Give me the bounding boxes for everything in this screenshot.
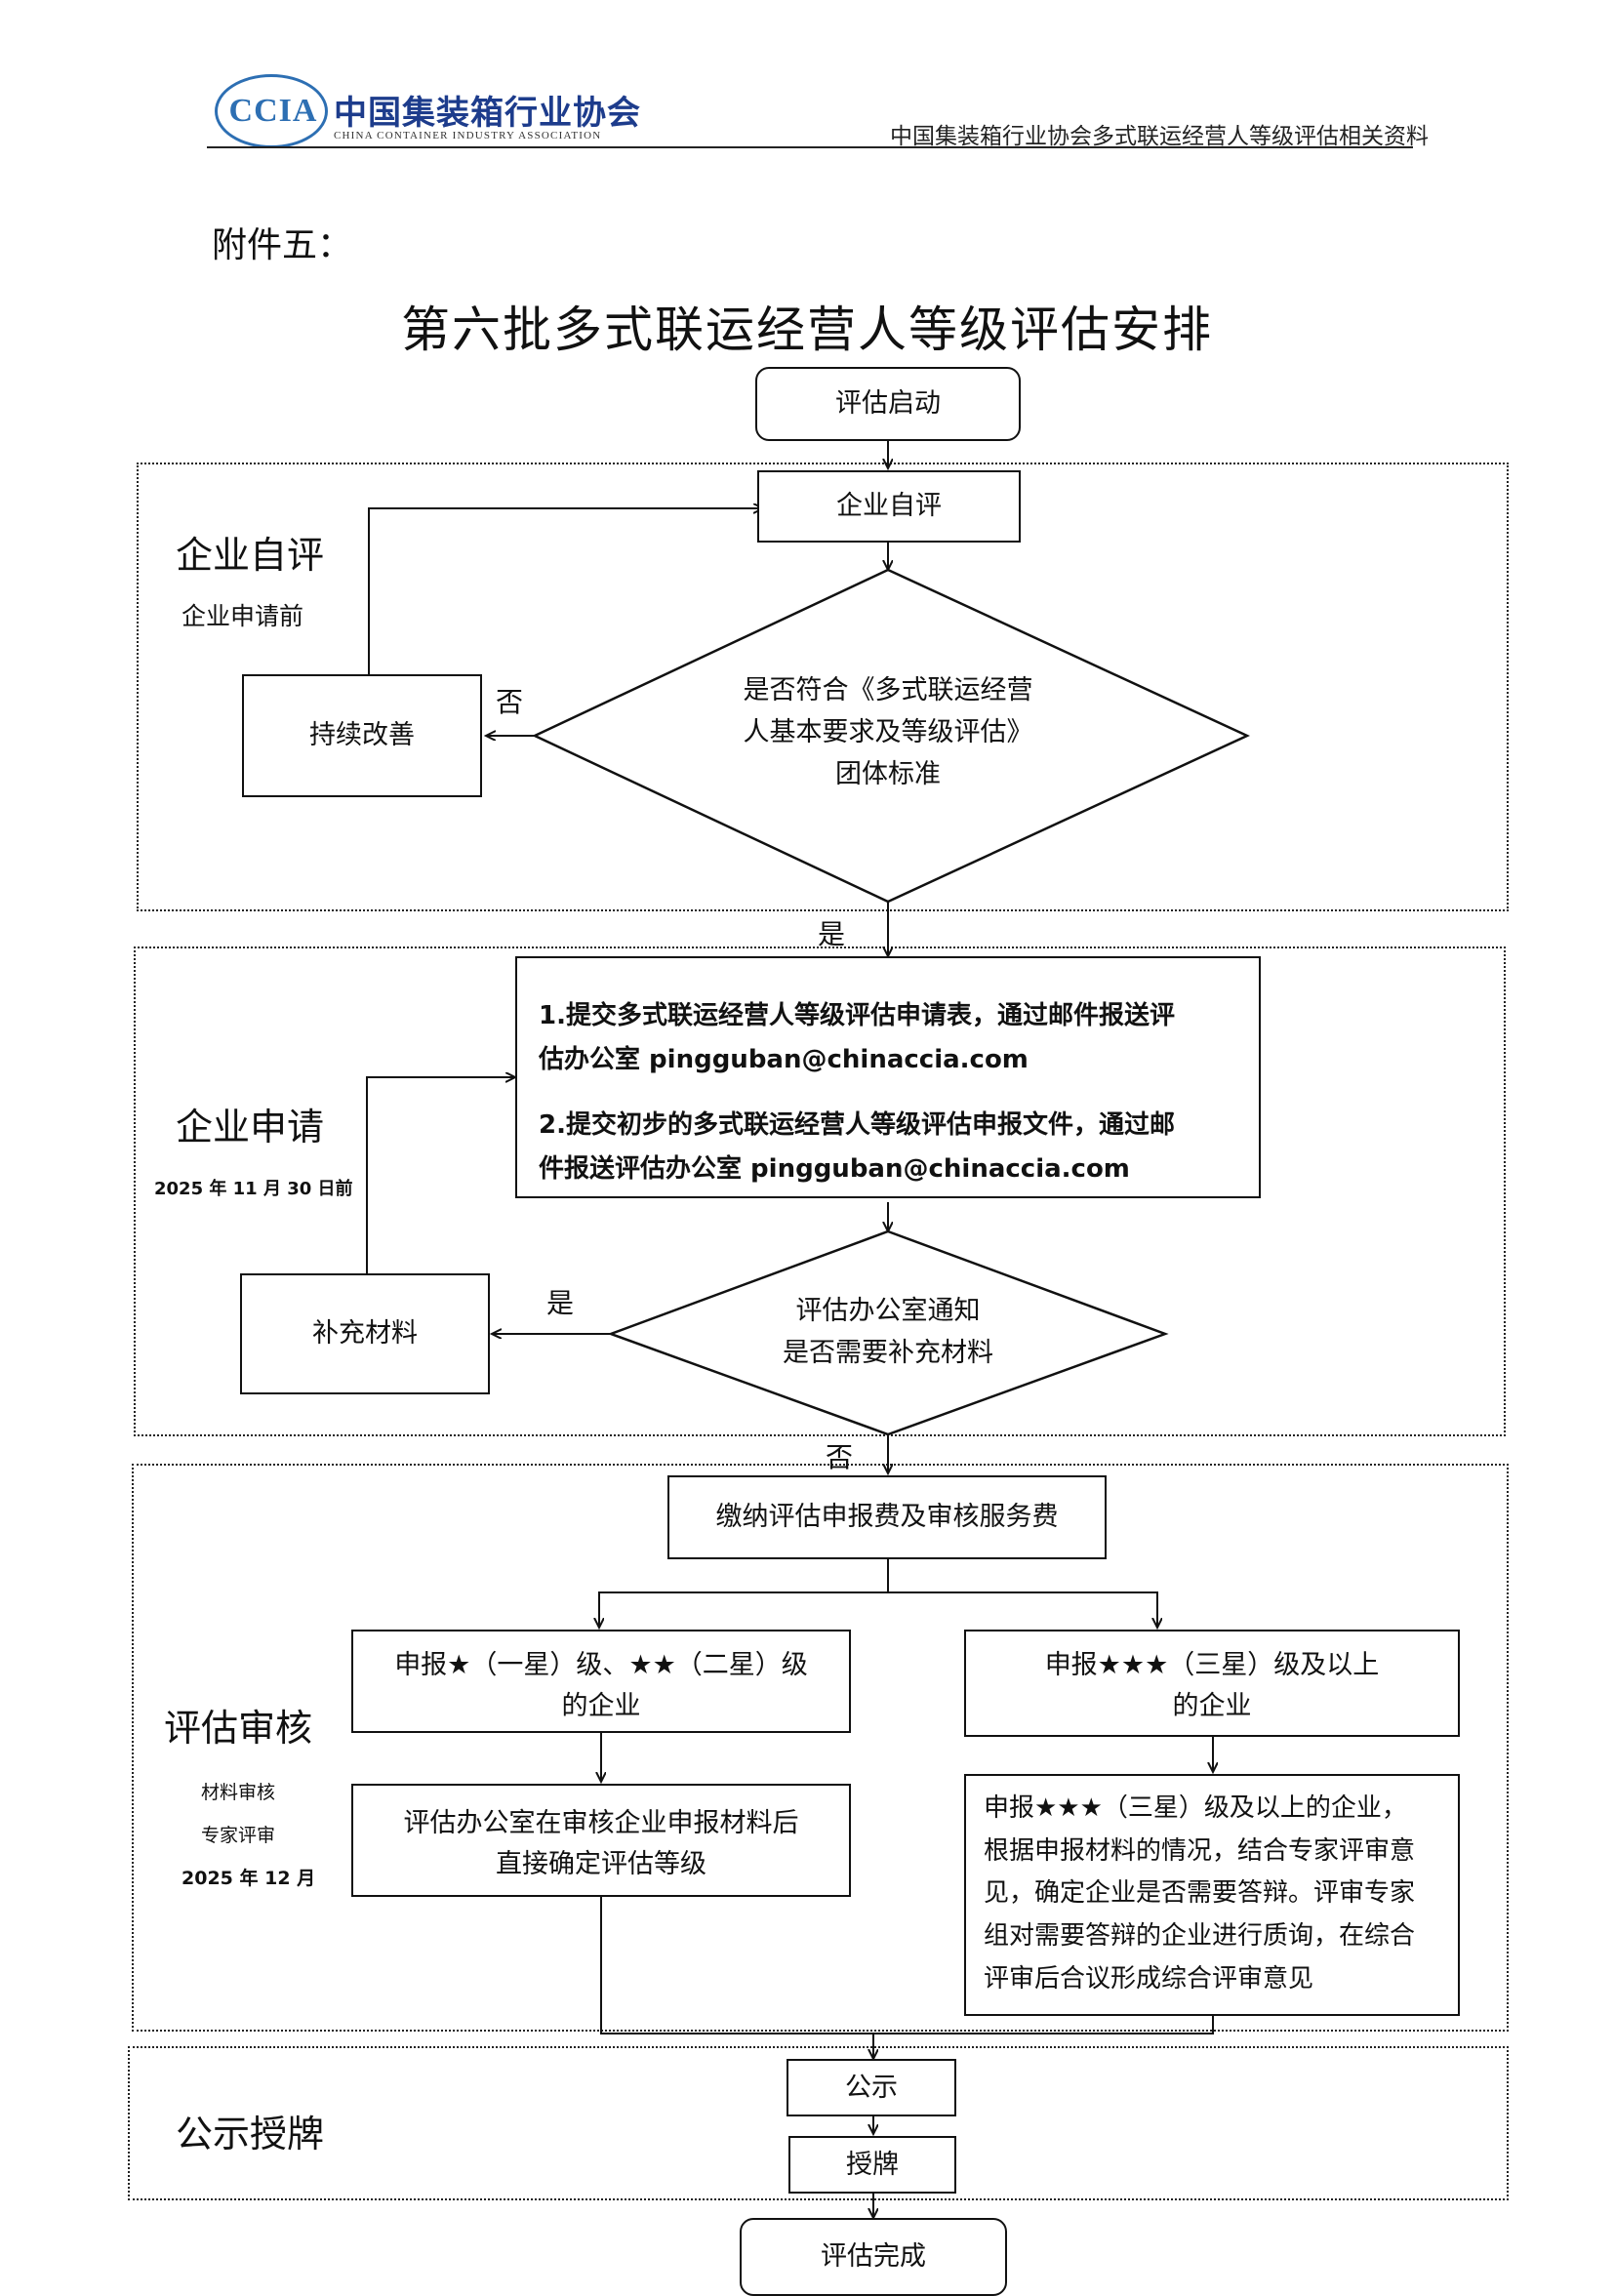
step1-line1: 1.提交多式联运经营人等级评估申请表，通过邮件报送评 [539,1001,1175,1030]
section-publicize-award [128,2046,1509,2200]
expert-review-box: 申报★★★（三星）级及以上的企业， 根据申报材料的情况，结合专家评审意 见，确定… [964,1774,1460,2016]
step2-line2: 件报送评估办公室 pingguban@chinaccia.com [539,1153,1130,1184]
logo-english-name: CHINA CONTAINER INDUSTRY ASSOCIATION [334,130,602,141]
section-self-evaluation-subtitle: 企业申请前 [182,602,304,630]
end-node: 评估完成 [740,2218,1007,2296]
fee-payment-box: 缴纳评估申报费及审核服务费 [667,1475,1107,1559]
section-publicize-award-title: 公示授牌 [176,2113,325,2155]
yes-label-supplement: 是 [546,1287,575,1319]
three-star-apply-box: 申报★★★（三星）级及以上 的企业 [964,1630,1460,1737]
page-title: 第六批多式联运经营人等级评估安排 [401,302,1213,358]
logo-chinese-name: 中国集装箱行业协会 [334,94,641,133]
section-self-evaluation-title: 企业自评 [176,534,325,577]
application-steps-box: 1.提交多式联运经营人等级评估申请表，通过邮件报送评 估办公室 pingguba… [515,956,1261,1198]
office-direct-rating-box: 评估办公室在审核企业申报材料后 直接确定评估等级 [351,1784,851,1897]
review-sub-expert: 专家评审 [201,1825,276,1846]
supplement-materials-box: 补充材料 [240,1273,490,1394]
section-application-title: 企业申请 [176,1106,325,1148]
attachment-label: 附件五： [212,225,353,265]
section-review-title: 评估审核 [164,1707,313,1750]
supplement-decision-text: 评估办公室通知 是否需要补充材料 [783,1296,993,1369]
decision-diamond-supplement [607,1229,1169,1436]
step1-line2: 估办公室 pingguban@chinaccia.com [539,1044,1029,1074]
application-deadline: 2025 年 11 月 30 日前 [154,1179,353,1199]
logo-mark: CCIA [228,93,318,129]
start-node: 评估启动 [755,367,1021,441]
standard-decision-text: 是否符合《多式联运经营 人基本要求及等级评估》 团体标准 [743,675,1033,790]
step2-line1: 2.提交初步的多式联运经营人等级评估申报文件，通过邮 [539,1109,1175,1140]
section-application [134,947,1506,1436]
continuous-improvement-box: 持续改善 [242,674,482,797]
publicize-box: 公示 [787,2059,956,2116]
no-label-supplement: 否 [826,1441,854,1473]
award-box: 授牌 [788,2136,956,2194]
section-self-evaluation [137,463,1509,911]
header-rule [207,146,1413,148]
one-two-star-apply-box: 申报★（一星）级、★★（二星）级 的企业 [351,1630,851,1733]
header-caption: 中国集装箱行业协会多式联运经营人等级评估相关资料 [890,124,1429,149]
no-label-improve: 否 [496,686,524,718]
yes-label-standard: 是 [818,918,846,950]
section-review [132,1464,1509,2032]
self-evaluation-box: 企业自评 [757,470,1021,543]
review-sub-material: 材料审核 [201,1782,276,1803]
decision-diamond-standard [532,568,1250,904]
review-date: 2025 年 12 月 [182,1868,316,1889]
